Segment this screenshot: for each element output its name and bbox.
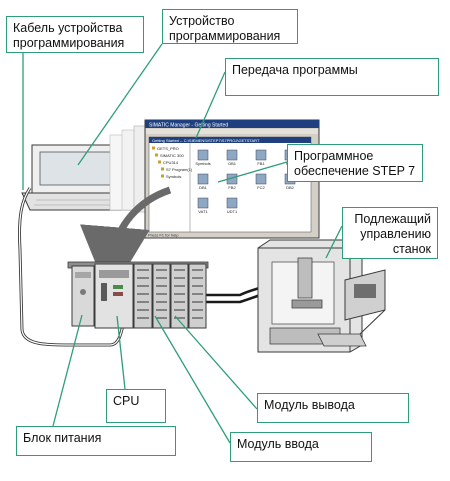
plc-rack bbox=[67, 261, 209, 329]
block-icon bbox=[255, 149, 267, 161]
callout-program-transfer: Передача программы bbox=[225, 58, 439, 96]
machine-tool bbox=[257, 239, 386, 353]
tree-folder-icon bbox=[155, 153, 158, 157]
tree-folder-icon bbox=[152, 146, 155, 150]
step7-status-bar: Press F1 for help bbox=[148, 233, 179, 238]
step7-project-title: Getting Started -- C:\SIEMENS\STEP7\S7PR… bbox=[152, 138, 260, 143]
callout-input-module: Модуль ввода bbox=[230, 432, 372, 462]
tree-item: GETS_PRO bbox=[157, 146, 179, 151]
callout-cpu: CPU bbox=[106, 389, 166, 423]
block-label: FB2 bbox=[228, 185, 236, 190]
tree-folder-icon bbox=[158, 160, 161, 164]
block-label: FB1 bbox=[257, 161, 265, 166]
tree-item: Symbols bbox=[166, 174, 181, 179]
callout-output-module: Модуль вывода bbox=[257, 393, 409, 423]
leader-lines bbox=[22, 43, 343, 444]
programming-device-laptop bbox=[21, 144, 135, 211]
tree-item: SIMATIC 300 bbox=[160, 153, 184, 158]
tree-item: S7 Program(1) bbox=[166, 167, 193, 172]
block-label: DB1 bbox=[199, 185, 208, 190]
block-icon bbox=[197, 149, 209, 161]
block-label: FC2 bbox=[257, 185, 265, 190]
callout-controlled-machine: Подлежащий управлению станок bbox=[342, 207, 438, 259]
callout-programming-device: Устройство программирования bbox=[162, 9, 298, 44]
block-icon bbox=[197, 173, 209, 185]
block-label: UDT1 bbox=[227, 209, 238, 214]
tree-item: CPU314 bbox=[163, 160, 179, 165]
callout-programming-cable: Кабель устройства программирования bbox=[6, 16, 144, 53]
block-label: Symbols bbox=[195, 161, 210, 166]
block-label: VAT1 bbox=[198, 209, 208, 214]
tree-folder-icon bbox=[161, 174, 164, 178]
program-transfer-arrow bbox=[79, 186, 172, 297]
callout-power-supply: Блок питания bbox=[16, 426, 176, 456]
callout-step7-software: Программное обеспечение STEP 7 bbox=[287, 144, 423, 182]
block-label: DB2 bbox=[286, 185, 295, 190]
tree-folder-icon bbox=[161, 167, 164, 171]
block-icon bbox=[226, 149, 238, 161]
step7-window-title: SIMATIC Manager - Getting Started bbox=[149, 123, 228, 129]
block-label: OB1 bbox=[228, 161, 237, 166]
block-icon bbox=[226, 197, 238, 209]
block-icons: SymbolsOB1FB1FC1DB1FB2FC2DB2VAT1UDT1 bbox=[195, 149, 296, 214]
block-icon bbox=[255, 173, 267, 185]
block-icon bbox=[197, 197, 209, 209]
